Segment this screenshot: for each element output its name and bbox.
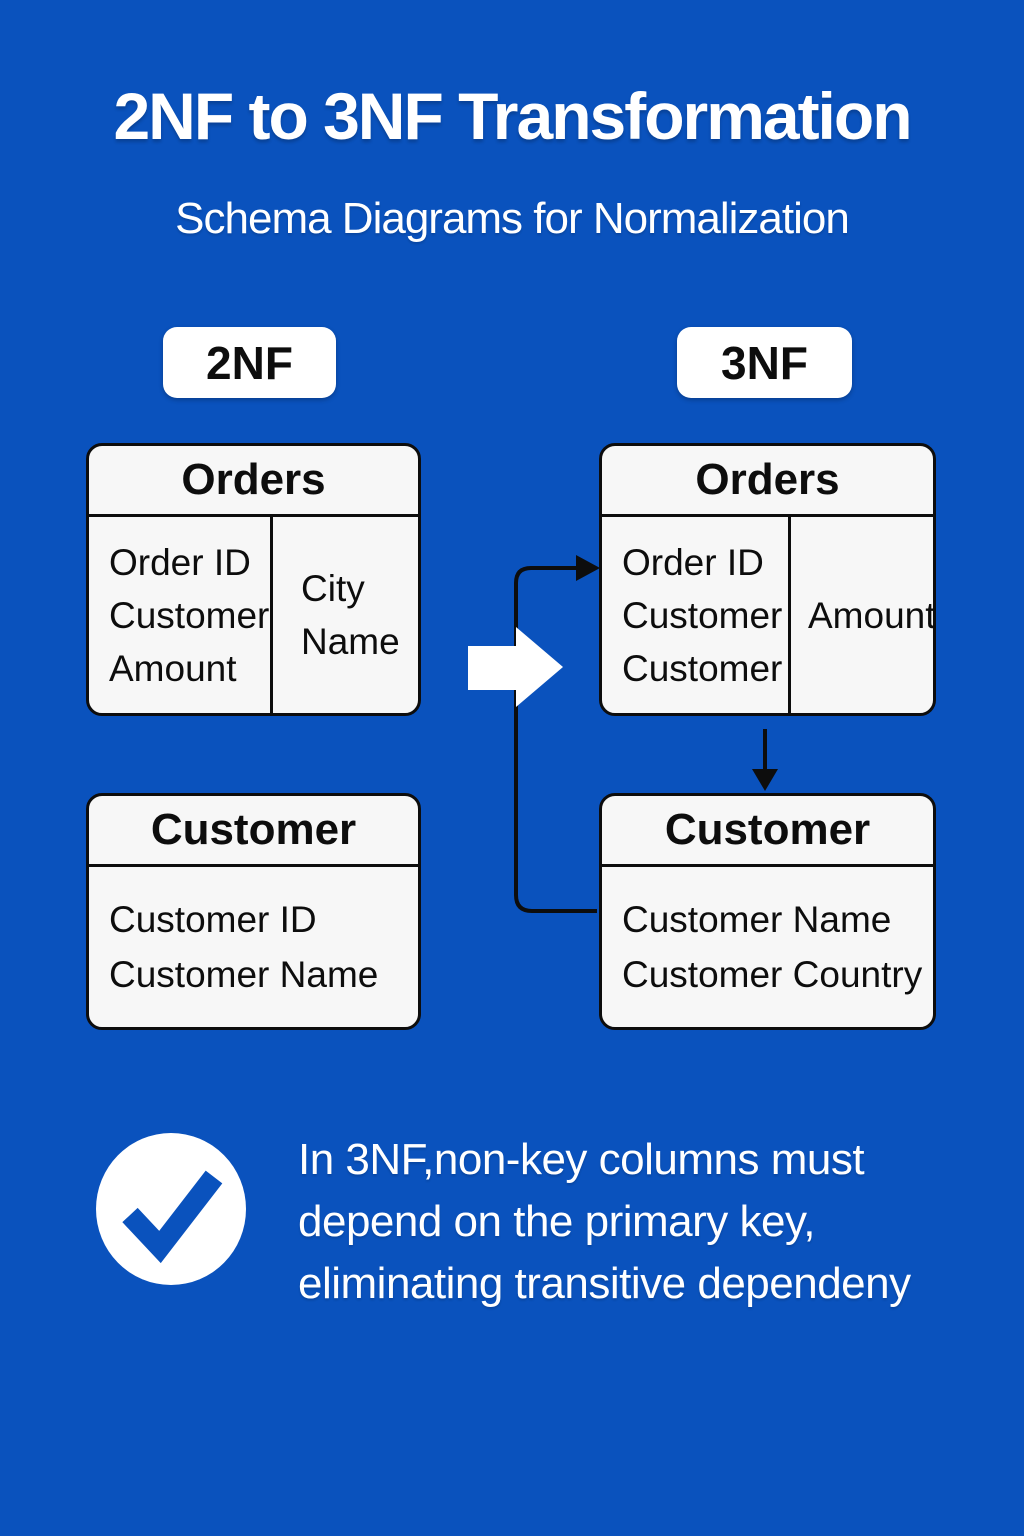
field-name: Name: [301, 621, 400, 662]
table-orders-2nf-title: Orders: [89, 446, 418, 517]
field-order-id: Order ID: [109, 541, 251, 583]
check-icon: [122, 1170, 223, 1264]
field-customer-name: Customer Name: [622, 899, 892, 940]
table-customer-3nf-title: Customer: [602, 796, 933, 867]
table-customer-2nf-title: Customer: [89, 796, 418, 867]
badge-2nf: 2NF: [163, 327, 336, 398]
table-orders-3nf: Orders Order ID Customer Customer Amount: [599, 443, 936, 716]
field-amount: Amount: [109, 647, 237, 689]
table-customer-2nf: Customer Customer ID Customer Name: [86, 793, 421, 1030]
orders-2nf-side-cell: City Name: [273, 517, 418, 713]
field-order-id: Order ID: [622, 541, 764, 583]
table-orders-2nf: Orders Order ID Customer Amount City Nam…: [86, 443, 421, 716]
table-customer-3nf: Customer Customer Name Customer Country: [599, 793, 936, 1030]
note-line-1: In 3NF,non-key columns must: [298, 1135, 865, 1184]
field-customer-name: Customer Name: [109, 954, 379, 995]
page-subtitle: Schema Diagrams for Normalization: [175, 194, 850, 243]
table-orders-2nf-body: Order ID Customer Amount City Name: [89, 517, 418, 713]
down-arrow-head: [752, 769, 778, 791]
note-line-3: eliminating transitive dependeny: [298, 1259, 911, 1308]
table-orders-3nf-title: Orders: [602, 446, 933, 517]
field-customer-id: Customer ID: [109, 899, 317, 940]
table-customer-2nf-body: Customer ID Customer Name: [89, 867, 418, 1027]
note-text: In 3NF,non-key columns must depend on th…: [298, 1129, 988, 1315]
page-title: 2NF to 3NF Transformation: [113, 79, 912, 153]
field-customer-2: Customer: [622, 647, 783, 689]
orders-3nf-key-cell: Order ID Customer Customer: [602, 517, 791, 713]
badge-3nf: 3NF: [677, 327, 852, 398]
check-circle: [96, 1133, 246, 1285]
right-block-arrow-icon: [468, 627, 563, 707]
elbow-connector-arrowhead: [576, 555, 600, 581]
field-customer-country: Customer Country: [622, 954, 923, 995]
elbow-connector-arrow: [514, 566, 597, 913]
field-amount: Amount: [808, 594, 933, 636]
table-orders-3nf-body: Order ID Customer Customer Amount: [602, 517, 933, 713]
field-city: City: [301, 568, 365, 609]
orders-3nf-side-cell: Amount: [791, 517, 933, 713]
note-line-2: depend on the primary key,: [298, 1197, 815, 1246]
customer-2nf-cell: Customer ID Customer Name: [89, 867, 418, 1027]
orders-2nf-key-cell: Order ID Customer Amount: [89, 517, 273, 713]
field-customer: Customer: [109, 594, 270, 636]
customer-3nf-cell: Customer Name Customer Country: [602, 867, 933, 1027]
field-customer: Customer: [622, 594, 783, 636]
table-customer-3nf-body: Customer Name Customer Country: [602, 867, 933, 1027]
